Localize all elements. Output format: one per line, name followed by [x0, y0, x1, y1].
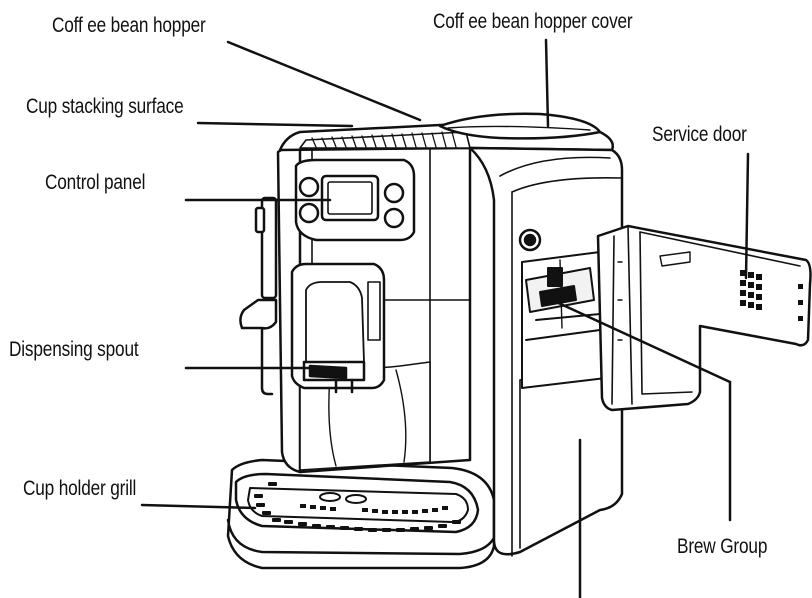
- label-service-door: Service door: [652, 123, 747, 146]
- leader-lines: [140, 38, 750, 598]
- top-surface: [278, 112, 614, 152]
- control-panel: [294, 158, 416, 242]
- label-coffee-bean-hopper-cover: Coff ee bean hopper cover: [433, 10, 633, 33]
- service-door: [596, 224, 812, 412]
- dispensing-spout: [290, 262, 386, 394]
- label-cup-holder-grill: Cup holder grill: [23, 477, 137, 500]
- label-control-panel: Control panel: [45, 171, 146, 194]
- cup-holder-grill: [247, 482, 469, 532]
- brew-group-interior: [521, 251, 607, 389]
- label-brew-group: Brew Group: [677, 535, 768, 558]
- steam-wand: [239, 196, 278, 396]
- label-coffee-bean-hopper: Coff ee bean hopper: [52, 14, 206, 37]
- label-cup-stacking-surface: Cup stacking surface: [26, 95, 184, 118]
- label-dispensing-spout: Dispensing spout: [9, 338, 139, 361]
